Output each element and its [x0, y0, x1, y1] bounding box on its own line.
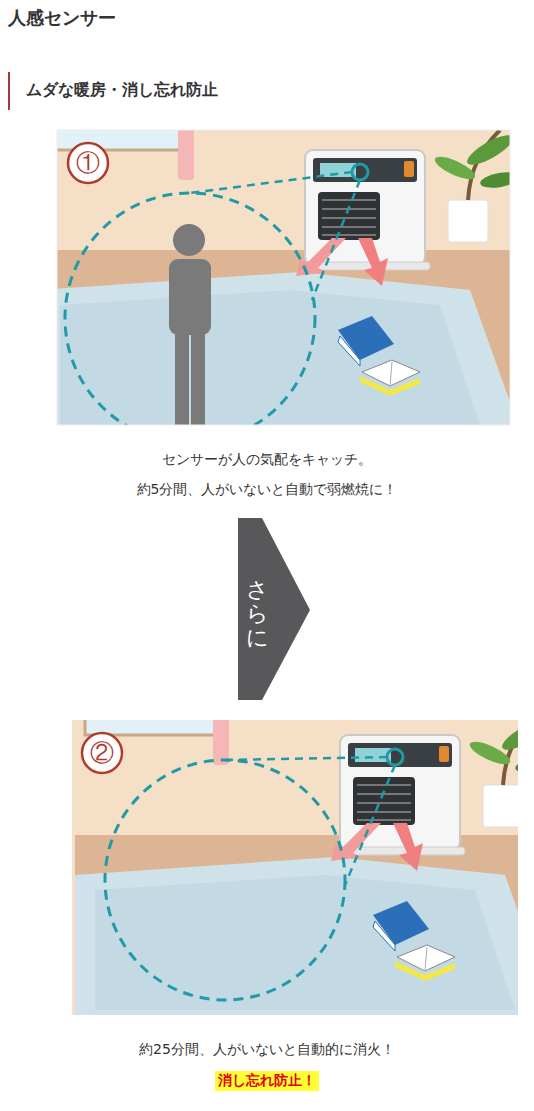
node-text: さらに	[246, 578, 268, 651]
callout-number: ①	[68, 143, 108, 183]
next-arrow	[238, 518, 310, 700]
caption: 約25分間、人がいないと自動的に消火！	[0, 1041, 534, 1059]
node-text: 消し忘れ防止！	[218, 1072, 316, 1090]
page-title: 人感センサー	[8, 6, 116, 30]
callout-number: ②	[82, 733, 122, 773]
subheading: ムダな暖房・消し忘れ防止	[26, 80, 218, 101]
person-figure	[169, 224, 211, 425]
caption: センサーが人の気配をキャッチ。	[0, 451, 534, 469]
caption: 約5分間、人がいないと自動で弱燃焼に！	[0, 481, 534, 499]
arrow-box: さらに	[240, 578, 274, 651]
highlight-box: 消し忘れ防止！	[215, 1071, 319, 1091]
